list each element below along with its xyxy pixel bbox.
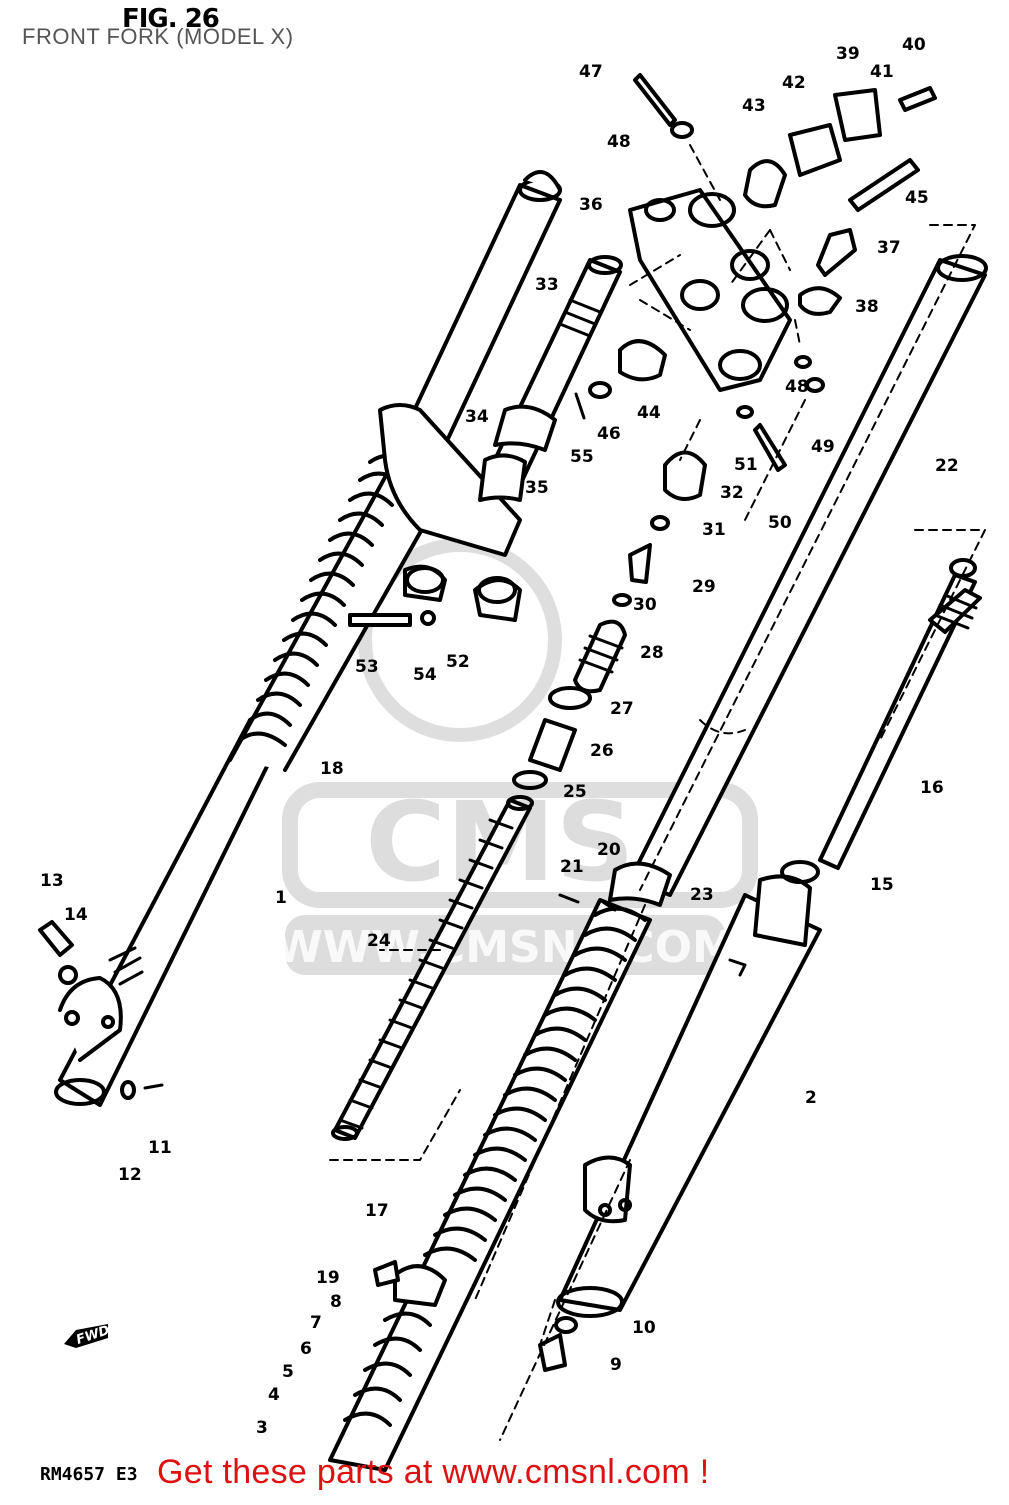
leader-lines (329, 144, 986, 1441)
callout-8: 8 (330, 1292, 342, 1312)
callout-53: 53 (355, 657, 379, 677)
left-outer-tube (54, 718, 282, 1107)
callout-42: 42 (782, 73, 806, 93)
callout-22: 22 (935, 456, 959, 476)
callout-27: 27 (610, 699, 634, 719)
callout-30: 30 (633, 595, 657, 615)
callout-9: 9 (610, 1355, 622, 1375)
right-fork-boot (328, 898, 652, 1472)
part-callouts: 1234567891011121314151617181920212223242… (40, 35, 959, 1438)
callout-16: 16 (920, 778, 944, 798)
callout-5: 5 (282, 1362, 294, 1382)
callout-25: 25 (563, 782, 587, 802)
callout-43: 43 (742, 96, 766, 116)
upper-bracket (628, 188, 792, 392)
callout-37: 37 (877, 238, 901, 258)
callout-11: 11 (148, 1138, 172, 1158)
callout-36: 36 (579, 195, 603, 215)
callout-13: 13 (40, 871, 64, 891)
figure-title: FIG. 26 (122, 4, 220, 34)
callout-50: 50 (768, 513, 792, 533)
callout-34: 34 (465, 407, 489, 427)
fork-spring (331, 795, 534, 1141)
callout-40: 40 (902, 35, 926, 55)
lower-bracket (378, 403, 522, 622)
callout-24: 24 (367, 931, 391, 951)
right-inner-tube (608, 254, 988, 907)
figure-subtitle: FRONT FORK (MODEL X) (22, 24, 294, 49)
callout-26: 26 (590, 741, 614, 761)
callout-10: 10 (632, 1318, 656, 1338)
callout-23: 23 (690, 885, 714, 905)
callout-33: 33 (535, 275, 559, 295)
callout-39: 39 (836, 44, 860, 64)
callout-48: 48 (785, 377, 809, 397)
callout-31: 31 (702, 520, 726, 540)
forward-arrow-icon: FWD (62, 1322, 112, 1348)
callout-1: 1 (275, 888, 287, 908)
callout-12: 12 (118, 1165, 142, 1185)
callout-14: 14 (64, 905, 88, 925)
callout-7: 7 (310, 1313, 322, 1333)
callout-49: 49 (811, 437, 835, 457)
callout-52: 52 (446, 652, 470, 672)
callout-6: 6 (300, 1339, 312, 1359)
damper-rod (818, 558, 982, 870)
callout-55: 55 (570, 447, 594, 467)
callout-15: 15 (870, 875, 894, 895)
callout-29: 29 (692, 577, 716, 597)
callout-46: 46 (597, 424, 621, 444)
callout-2: 2 (805, 1088, 817, 1108)
left-inner-tube (403, 170, 562, 447)
callout-28: 28 (640, 643, 664, 663)
promo-link[interactable]: Get these parts at www.cmsnl.com ! (157, 1453, 710, 1491)
callout-32: 32 (720, 483, 744, 503)
callout-21: 21 (560, 857, 584, 877)
watermark-url: WWW.CMSNL.COM (274, 922, 736, 973)
callout-19: 19 (316, 1268, 340, 1288)
callout-51: 51 (734, 455, 758, 475)
callout-4: 4 (268, 1385, 280, 1405)
right-outer-tube (556, 860, 822, 1318)
callout-3: 3 (256, 1418, 268, 1438)
steering-stem (478, 255, 623, 502)
callout-47: 47 (579, 62, 603, 82)
callout-44: 44 (637, 403, 661, 423)
callout-45: 45 (905, 188, 929, 208)
callout-48: 48 (607, 132, 631, 152)
drawing-code: RM4657 E3 (40, 1464, 138, 1485)
callout-20: 20 (597, 840, 621, 860)
callout-17: 17 (365, 1201, 389, 1221)
small-parts (38, 73, 937, 1372)
callout-38: 38 (855, 297, 879, 317)
callout-35: 35 (525, 478, 549, 498)
callout-18: 18 (320, 759, 344, 779)
callout-54: 54 (413, 665, 437, 685)
callout-41: 41 (870, 62, 894, 82)
